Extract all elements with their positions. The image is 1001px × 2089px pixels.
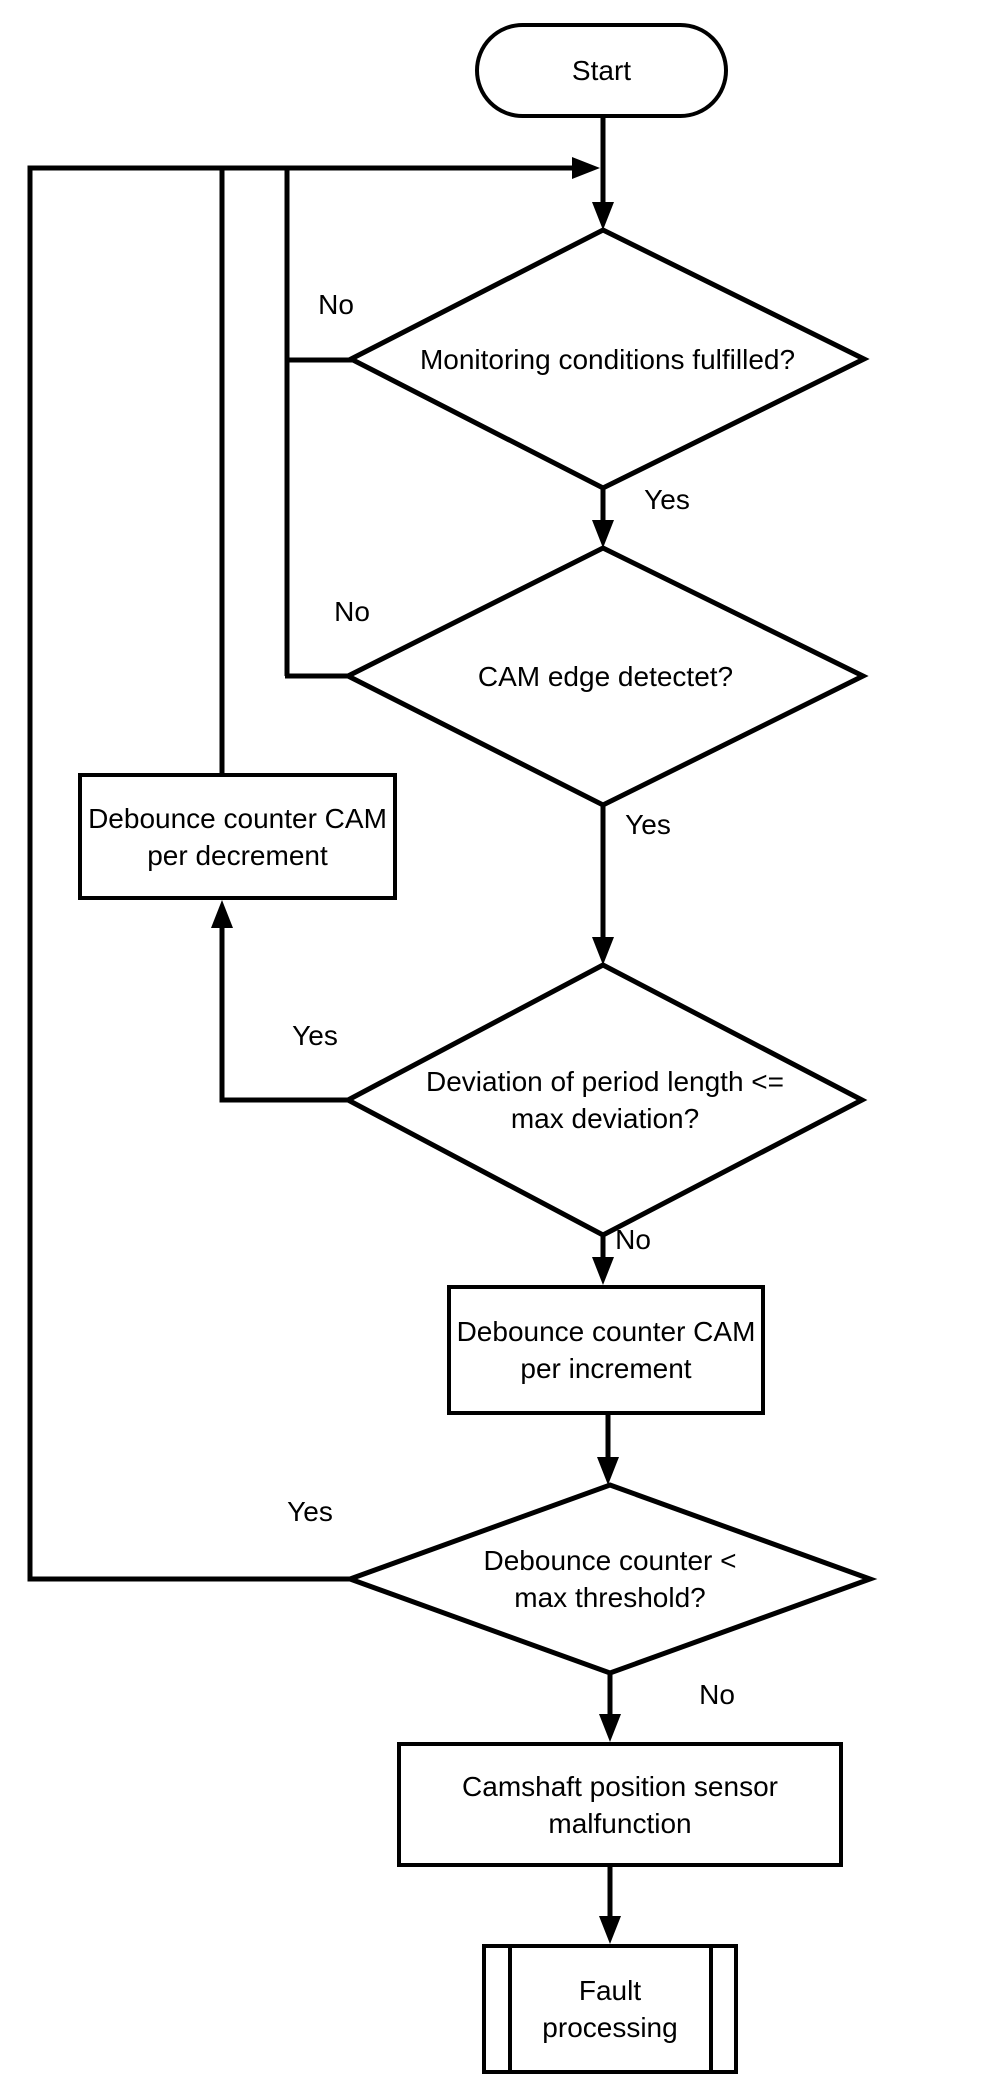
arrowhead-into-monitoring — [592, 202, 614, 230]
cam-edge-decision-shape — [342, 545, 869, 808]
fault-processing-node: Fault processing — [482, 1944, 738, 2074]
connector-deviation-yes — [219, 928, 350, 1103]
arrowhead-into-increment — [592, 1257, 614, 1285]
arrowhead-into-decrement — [211, 900, 233, 928]
threshold-yes-label: Yes — [287, 1496, 333, 1527]
debounce-increment-node: Debounce counter CAM per increment — [447, 1285, 765, 1415]
monitoring-decision-shape — [345, 227, 870, 491]
debounce-decrement-node: Debounce counter CAM per decrement — [78, 773, 397, 900]
start-label: Start — [571, 55, 632, 86]
arrowhead-into-threshold — [597, 1457, 619, 1485]
threshold-no-label: No — [699, 1679, 735, 1710]
debounce-increment-label: Debounce counter CAM per increment — [456, 1316, 756, 1384]
arrowhead-into-fault — [599, 1916, 621, 1944]
deviation-no-label: No — [615, 1224, 651, 1255]
cam-edge-yes-label: Yes — [625, 809, 671, 840]
arrowhead-junction-right — [572, 157, 600, 179]
cam-edge-no-label: No — [334, 596, 370, 627]
debounce-decrement-label: Debounce counter CAM per decrement — [88, 802, 387, 871]
monitoring-no-label: No — [318, 289, 354, 320]
arrowhead-into-deviation — [592, 937, 614, 965]
arrowhead-into-cam-edge — [592, 520, 614, 548]
monitoring-yes-label: Yes — [644, 484, 690, 515]
connector-threshold-yes-loop — [27, 165, 572, 1582]
malfunction-node: Camshaft position sensor malfunction — [397, 1742, 843, 1867]
malfunction-label: Camshaft position sensor malfunction — [462, 1770, 778, 1839]
predefined-process-right-bar — [709, 1948, 713, 2070]
fault-processing-label: Fault processing — [542, 1975, 678, 2043]
predefined-process-left-bar — [508, 1948, 512, 2070]
threshold-decision-shape — [342, 1482, 878, 1676]
deviation-yes-label: Yes — [292, 1020, 338, 1051]
deviation-decision-shape — [342, 962, 868, 1238]
start-node: Start — [475, 23, 728, 118]
arrowhead-into-malfunction — [599, 1714, 621, 1742]
